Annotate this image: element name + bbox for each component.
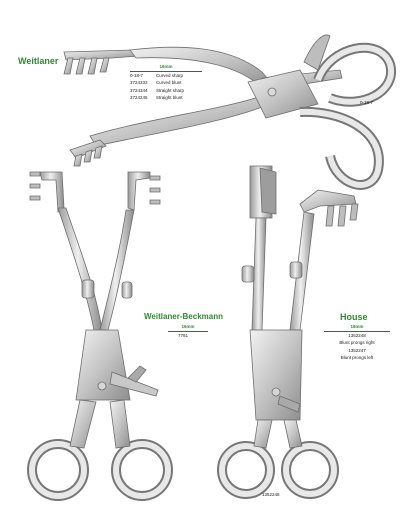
weitlaner-beckmann-title: Weitlaner-Beckmann	[144, 312, 223, 321]
house-callout-code: 1352248	[262, 492, 280, 497]
weitlaner-retractor-image	[63, 34, 397, 190]
table-row: 3724344 Straight sharp	[130, 87, 202, 95]
item-desc: Blunt prongs right	[339, 340, 375, 346]
weitlaner-beckmann-size: 16mm	[181, 324, 195, 329]
house-spec-table: 16mm 1352248 Blunt prongs right 1352247 …	[324, 324, 390, 362]
weitlaner-size: 16mm	[159, 64, 173, 69]
item-desc: Curved sharp	[156, 72, 184, 78]
house-retractor-image	[217, 165, 359, 499]
table-row: 7781	[168, 332, 208, 340]
weitlaner-beckmann-spec-table: 16mm 7781	[168, 324, 208, 339]
table-row: Blunt prongs left	[324, 354, 390, 362]
weitlaner-beckmann-retractor-image	[27, 171, 173, 501]
house-size: 16mm	[350, 324, 364, 329]
table-row: 1352248	[324, 332, 390, 340]
weitlaner-spec-table: 16mm 0-18-7 Curved sharp 3724333 Curved bl…	[130, 64, 202, 102]
weitlaner-callout-code: 0-18-7	[360, 100, 374, 105]
table-row: 3724333 Curved blunt	[130, 79, 202, 87]
item-desc: Curved blunt	[156, 80, 182, 86]
table-row: 0-18-7 Curved sharp	[130, 72, 202, 80]
item-code: 7781	[178, 332, 189, 338]
weitlaner-rule	[130, 71, 202, 72]
table-row: 1352247	[324, 347, 390, 355]
item-code: 1352248	[348, 332, 366, 338]
weitlaner-title: Weitlaner	[18, 56, 59, 66]
table-row: Blunt prongs right	[324, 339, 390, 347]
house-title: House	[340, 312, 368, 322]
item-code: 3724344	[130, 87, 148, 93]
item-code: 3724333	[130, 80, 148, 86]
item-code: 1352247	[348, 347, 366, 353]
item-desc: Blunt prongs left	[340, 355, 374, 361]
item-code: 3724245	[130, 95, 148, 101]
weitlaner-beckmann-rule	[168, 331, 208, 332]
table-row: 3724245 Straight blunt	[130, 94, 202, 102]
item-desc: Straight sharp	[156, 87, 185, 93]
item-desc: Straight blunt	[156, 95, 183, 101]
item-code: 0-18-7	[130, 72, 144, 78]
house-rule	[324, 331, 390, 332]
